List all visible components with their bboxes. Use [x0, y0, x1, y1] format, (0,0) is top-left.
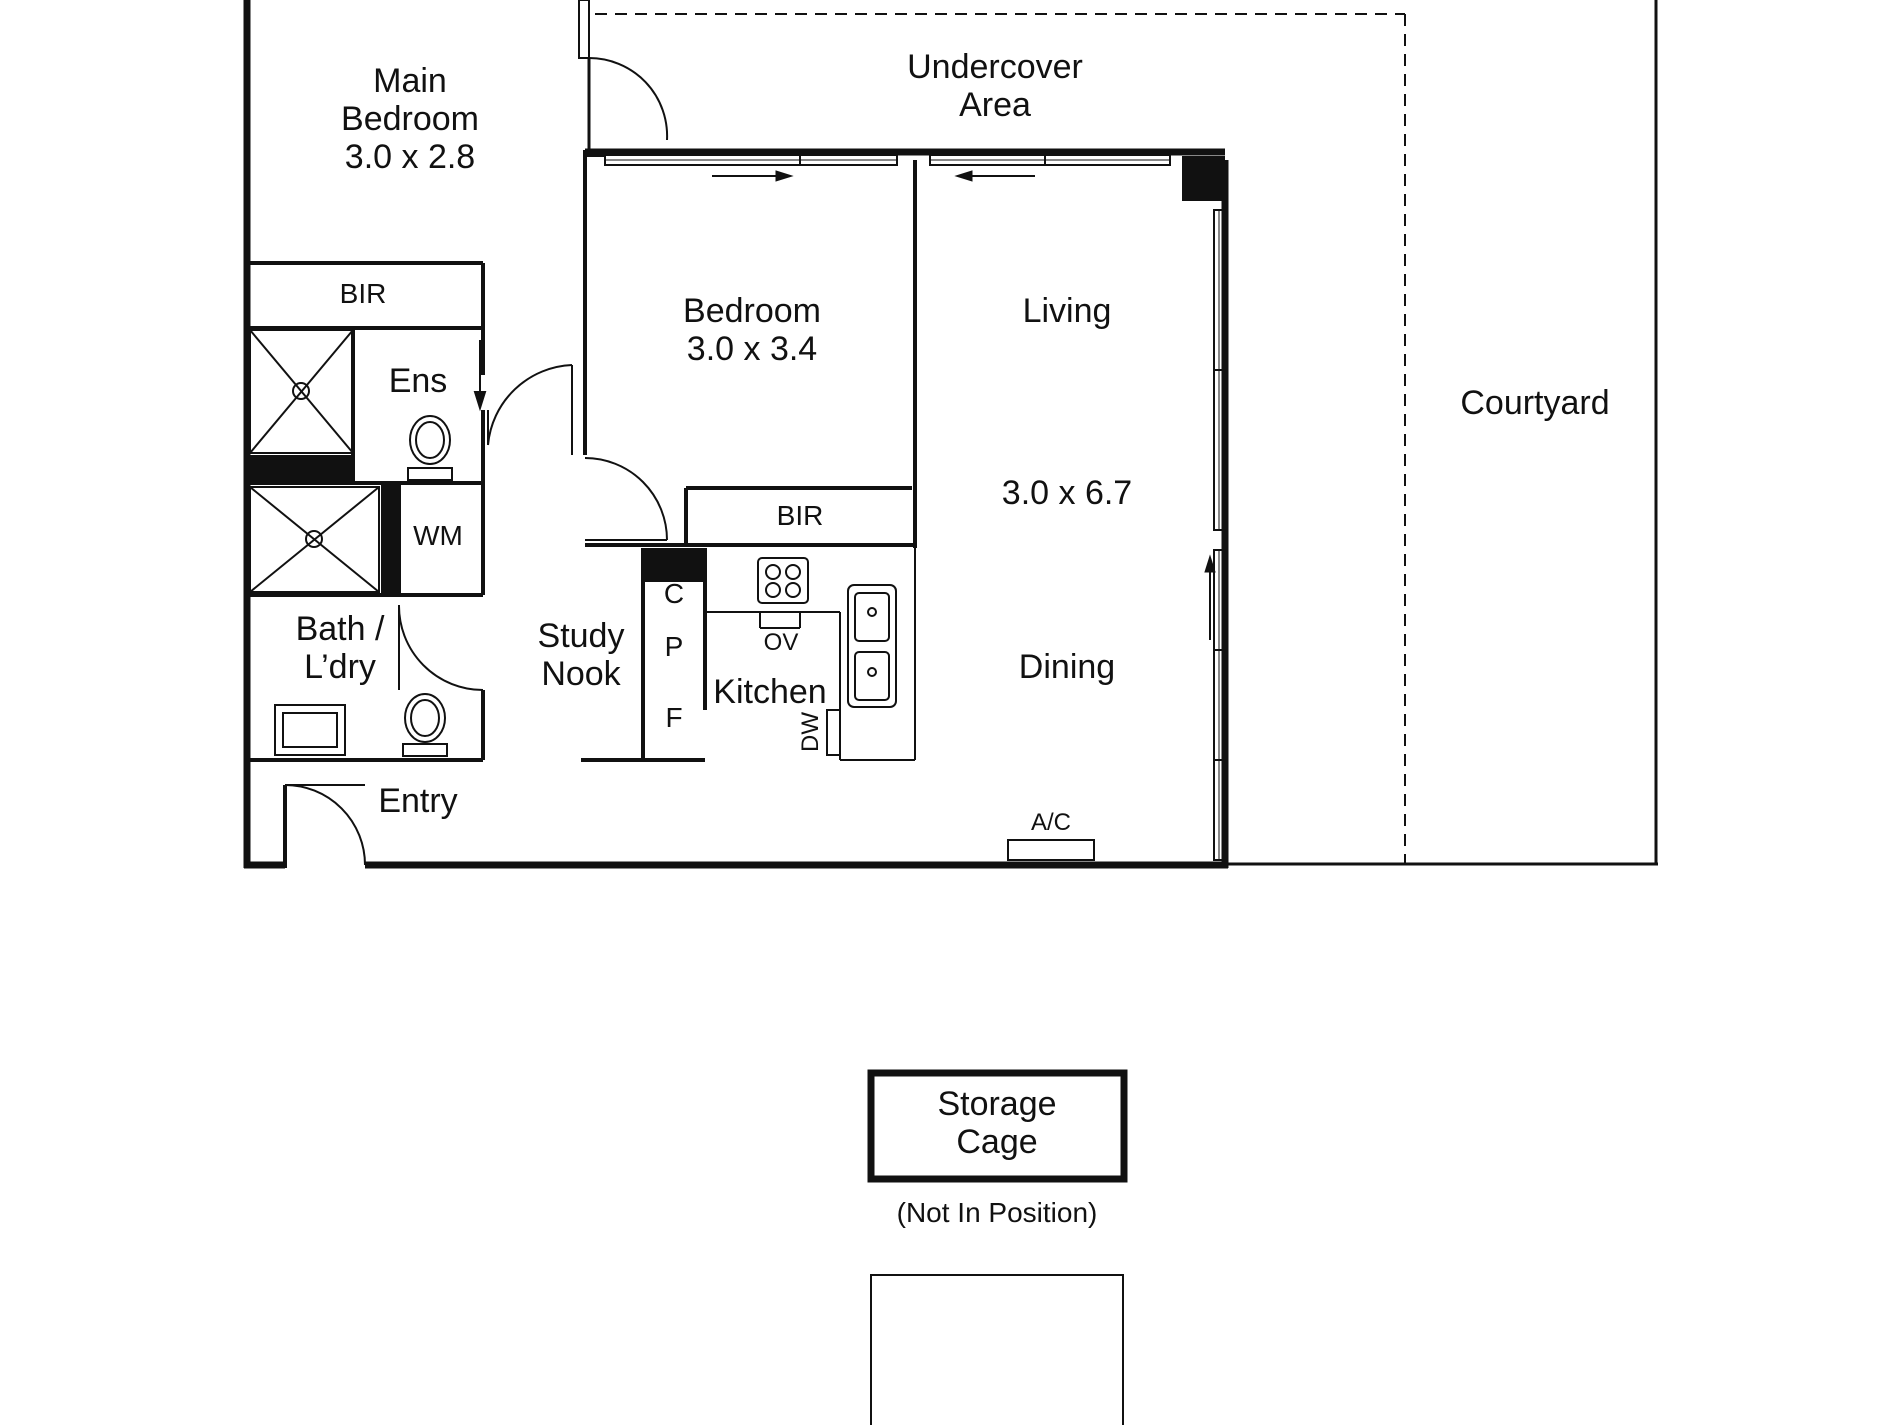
wm-label: WM	[413, 520, 463, 551]
living-label: Living	[1023, 292, 1112, 330]
storage-cage-box	[867, 1069, 1128, 1183]
study-label-2: Nook	[541, 655, 621, 693]
main-bedroom-size: 3.0 x 2.8	[345, 138, 475, 176]
undercover-label-1: Undercover	[907, 48, 1083, 86]
cooktop-icon	[757, 557, 809, 604]
oven-label: OV	[764, 629, 799, 656]
ensuite-toilet-icon	[407, 415, 453, 481]
storage-label-1: Storage	[937, 1085, 1056, 1123]
kitchen-label: Kitchen	[713, 673, 826, 711]
main-bedroom-label-1: Main	[373, 62, 447, 100]
ensuite-shower	[249, 329, 354, 454]
storage-note: (Not In Position)	[897, 1197, 1098, 1228]
sliding-doors-north	[604, 154, 1171, 182]
ensuite-label: Ens	[389, 362, 448, 400]
storage-lower-box	[870, 1274, 1124, 1425]
ac-unit	[1007, 839, 1095, 861]
wall-block-kitchen	[643, 548, 705, 580]
courtyard-outline	[1228, 0, 1658, 866]
entry-label: Entry	[378, 782, 457, 820]
wall-block-wm	[381, 485, 399, 595]
undercover-label-2: Area	[959, 86, 1031, 124]
courtyard-label: Courtyard	[1460, 384, 1609, 422]
dishwasher-label: DW	[797, 712, 824, 752]
living-size: 3.0 x 6.7	[1002, 474, 1132, 512]
door-main-bedroom-outside	[578, 0, 669, 150]
bath-shower	[249, 486, 380, 593]
undercover-outline	[595, 13, 1406, 865]
bath-label-1: Bath /	[296, 610, 385, 648]
kitchen-sink-icon	[847, 584, 897, 708]
interior-doors	[284, 340, 668, 866]
kitchen-bench	[705, 548, 916, 761]
glass-wall-east	[1204, 209, 1225, 861]
study-label-1: Study	[538, 617, 625, 655]
pantry-p-label: P	[665, 631, 684, 662]
dining-label: Dining	[1019, 648, 1115, 686]
bath-sink-icon	[274, 704, 346, 756]
bir-main-label: BIR	[340, 278, 387, 309]
bath-label-2: L’dry	[304, 648, 376, 686]
bedroom-label: Bedroom	[683, 292, 821, 330]
corner-column	[1182, 156, 1225, 201]
wall-block-ensuite	[250, 455, 353, 485]
main-bedroom-label-2: Bedroom	[341, 100, 479, 138]
storage-label-2: Cage	[956, 1123, 1037, 1161]
bath-toilet-icon	[402, 693, 448, 757]
bedroom-size: 3.0 x 3.4	[687, 330, 817, 368]
ac-label: A/C	[1031, 809, 1071, 836]
fridge-f-label: F	[665, 702, 682, 733]
bir-bedroom-label: BIR	[777, 500, 824, 531]
cupboard-c-label: C	[664, 578, 684, 609]
